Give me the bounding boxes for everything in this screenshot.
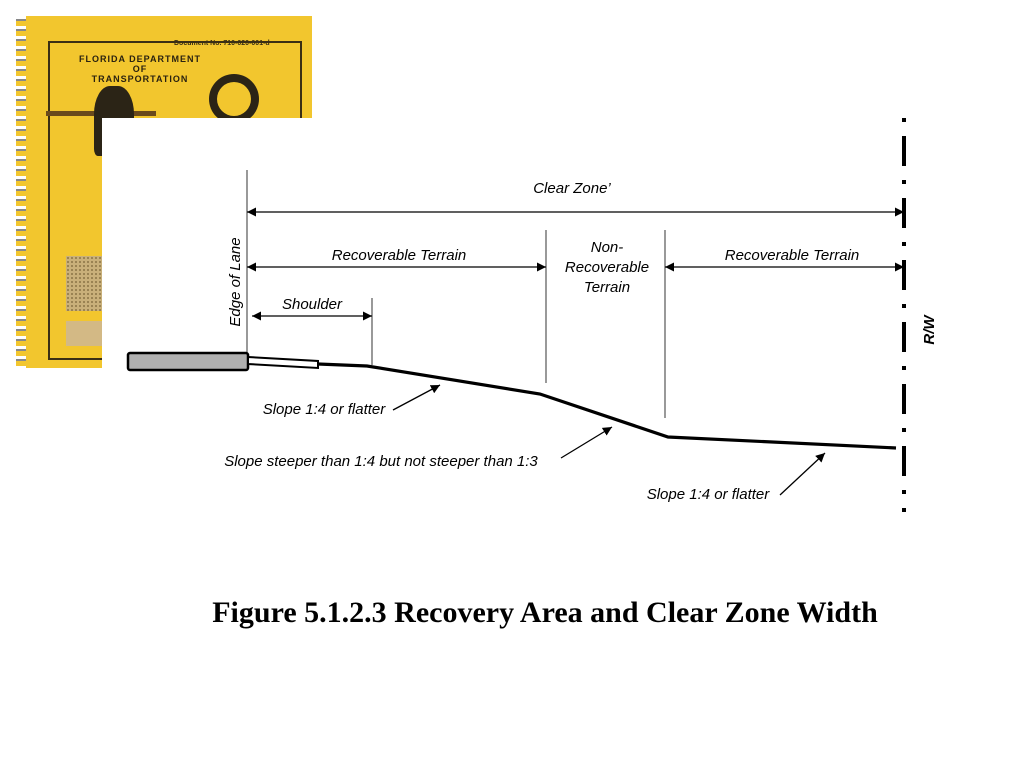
slope-flat-left-label: Slope 1:4 or flatter — [263, 401, 387, 418]
slope-flat-right-pointer — [779, 452, 826, 496]
recoverable-terrain-right-label: Recoverable Terrain — [725, 247, 860, 264]
recoverable-terrain-left-label: Recoverable Terrain — [332, 247, 467, 264]
shoulder-surface — [247, 355, 319, 370]
travel-lane — [126, 351, 250, 372]
edge-of-lane-label: Edge of Lane — [227, 237, 244, 326]
spiral-binding — [16, 16, 26, 368]
state-seal-icon — [209, 74, 259, 124]
cover-title-line2: OF — [132, 64, 148, 74]
slope-steep-pointer — [560, 426, 613, 459]
slope-flat-right-label: Slope 1:4 or flatter — [647, 486, 771, 503]
cover-title-line1: FLORIDA DEPARTMENT — [79, 54, 201, 64]
right-of-way-label: R/W — [921, 314, 938, 345]
figure-caption: Figure 5.1.2.3 Recovery Area and Clear Z… — [212, 596, 878, 629]
cover-title-line3: TRANSPORTATION — [91, 74, 189, 84]
non-recoverable-line1: Non- — [591, 239, 624, 256]
diagram-panel: Clear Zone’ Recoverable Terrain Non- Rec… — [102, 118, 1024, 768]
clear-zone-label: Clear Zone’ — [533, 180, 611, 197]
clear-zone-diagram: Clear Zone’ Recoverable Terrain Non- Rec… — [126, 118, 938, 512]
slope-steep-label: Slope steeper than 1:4 but not steeper t… — [224, 453, 538, 470]
cover-title: FLORIDA DEPARTMENT OF TRANSPORTATION — [60, 54, 220, 84]
non-recoverable-line3: Terrain — [584, 279, 630, 296]
ground-profile — [317, 362, 897, 450]
shoulder-label: Shoulder — [282, 296, 343, 313]
non-recoverable-line2: Recoverable — [565, 259, 649, 276]
cover-document-number: Document No. 710-020-001-d — [174, 40, 270, 47]
slope-flat-left-pointer — [392, 384, 441, 411]
